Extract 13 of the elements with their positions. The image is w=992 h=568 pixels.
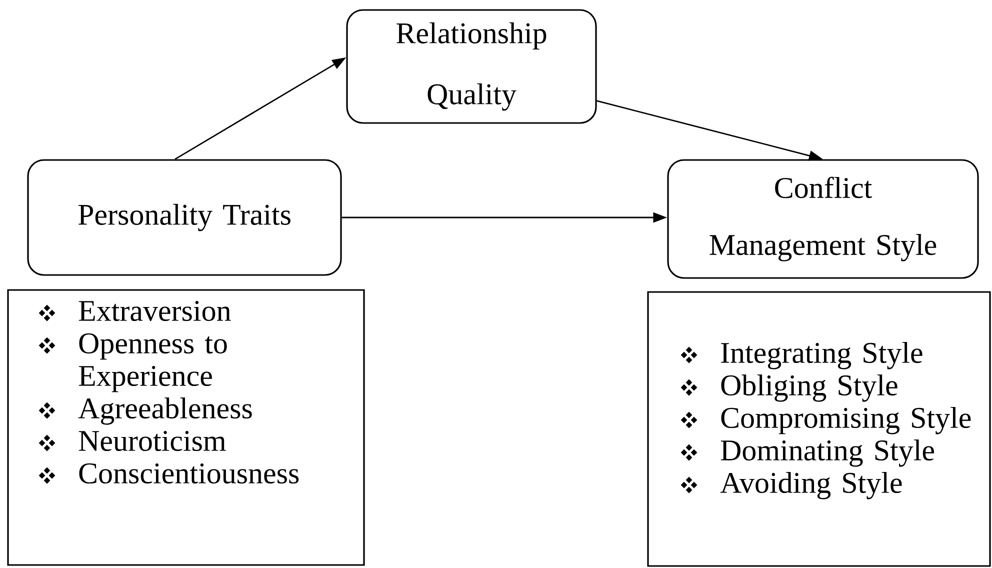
list-item: Conscientiousness	[79, 463, 299, 484]
list-item: Compromising Style	[721, 406, 971, 434]
list-item: Openness to Experience	[78, 333, 227, 392]
list-item: Avoiding Style	[720, 472, 902, 500]
list-item: Agreeableness	[78, 397, 252, 425]
list-item: Obliging Style	[721, 374, 898, 402]
rounded-box: Relationship Quality	[346, 9, 597, 124]
rounded-box: Conflict Management Style	[667, 159, 979, 279]
list-item: Extraversion	[78, 300, 231, 322]
list-item: Integrating Style	[721, 342, 922, 370]
list-item: Neuroticism	[78, 430, 226, 452]
list-item: Dominating Style	[720, 439, 934, 467]
rounded-box: Personality Traits	[27, 159, 342, 276]
